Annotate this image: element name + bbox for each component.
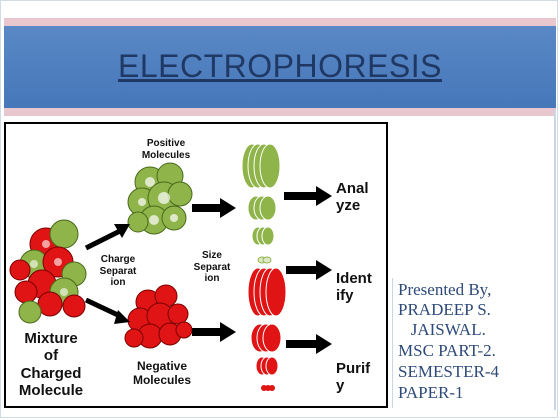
purify-label: Purif y <box>336 360 380 395</box>
size-label-line-2: Separat <box>193 261 231 273</box>
size-label-line-1: Size <box>201 250 222 261</box>
arrow-positive-to-bands <box>192 198 236 218</box>
info-line-paper: PAPER-1 <box>398 383 464 402</box>
presenter-info-panel <box>392 278 557 408</box>
purify-label-line-2: y <box>336 377 345 395</box>
mixture-label: Mixture of Charged Molecule <box>6 330 96 399</box>
size-separation-label: Size Separat ion <box>184 250 240 285</box>
charge-label-line-1: Charge <box>100 254 136 265</box>
info-line-presented-by: Presented By, <box>398 280 492 299</box>
analyze-label: Anal yze <box>336 180 380 215</box>
positive-molecules-label: Positive Molecules <box>126 138 206 161</box>
info-line-course: MSC PART-2. <box>398 341 496 360</box>
charge-label-line-2: Separat <box>99 265 137 277</box>
size-label-line-3: ion <box>204 273 220 284</box>
positive-label-line-2: Molecules <box>141 149 191 161</box>
charge-separation-label: Charge Separat ion <box>90 254 146 289</box>
identify-label-line-1: Ident <box>336 270 372 287</box>
positive-bands <box>241 143 281 264</box>
negative-label-line-1: Negative <box>136 359 188 373</box>
arrow-to-identify <box>286 260 332 280</box>
negative-molecules-label: Negative Molecules <box>118 359 206 388</box>
analyze-label-line-2: yze <box>336 197 361 215</box>
positive-molecules-cluster <box>127 162 193 235</box>
charge-label-line-3: ion <box>110 277 126 288</box>
info-line-surname: JAISWAL. <box>398 320 486 339</box>
title-banner <box>4 26 556 108</box>
mixture-label-line-3: Charged <box>20 364 82 382</box>
negative-bands <box>247 267 287 391</box>
bottom-accent-stripe <box>4 108 556 116</box>
negative-label-line-2: Molecules <box>132 372 192 387</box>
identify-label: Ident ify <box>336 270 386 305</box>
analyze-label-line-1: Anal <box>336 180 369 197</box>
mixture-label-line-4: Molecule <box>18 381 84 399</box>
diagram-graphic <box>9 143 332 391</box>
identify-label-line-2: ify <box>336 287 354 305</box>
arrow-to-analyze <box>284 186 332 206</box>
slide-title: ELECTROPHORESIS <box>117 48 442 84</box>
positive-label-line-1: Positive <box>146 138 186 149</box>
info-line-name: PRADEEP S. <box>398 300 491 319</box>
charge-arrow-down <box>84 297 130 324</box>
negative-molecules-cluster <box>124 284 193 349</box>
electrophoresis-diagram: Positive Molecules Charge Separat ion Si… <box>4 122 388 408</box>
info-line-semester: SEMESTER-4 <box>398 362 500 381</box>
mixture-label-line-1: Mixture <box>24 330 78 347</box>
mixture-cluster <box>9 219 87 324</box>
purify-label-line-1: Purif <box>336 360 371 377</box>
right-border-line <box>554 110 556 410</box>
arrow-negative-to-bands <box>192 322 236 342</box>
top-accent-stripe <box>4 18 556 26</box>
arrow-to-purify <box>286 334 332 354</box>
mixture-label-line-2: of <box>43 347 59 365</box>
charge-arrow-up <box>84 224 130 251</box>
